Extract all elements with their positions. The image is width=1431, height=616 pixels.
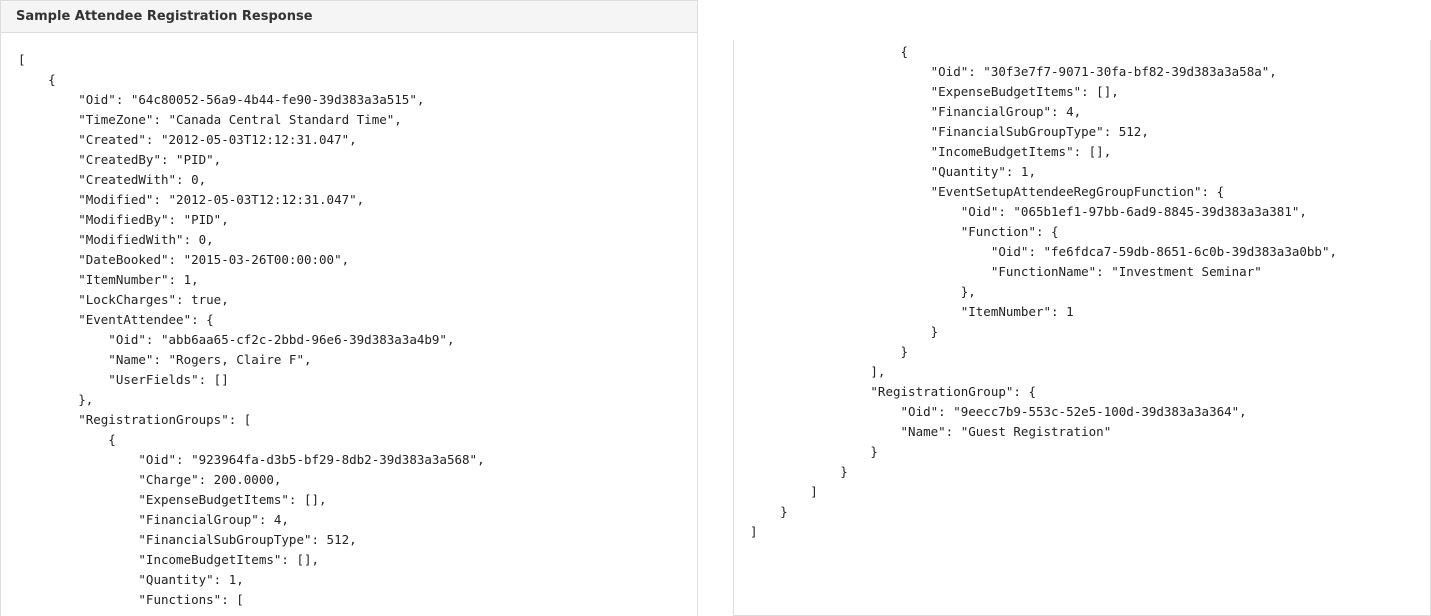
code-line: "FunctionName": "Investment Seminar" bbox=[750, 264, 1262, 279]
json-code-block: [ { "Oid": "64c80052-56a9-4b44-fe90-39d3… bbox=[1, 33, 697, 610]
response-panel-continued: { "Oid": "30f3e7f7-9071-30fa-bf82-39d383… bbox=[733, 40, 1431, 616]
code-line: "CreatedBy": "PID", bbox=[18, 152, 222, 167]
code-line: "IncomeBudgetItems": [], bbox=[750, 144, 1112, 159]
code-line: "Name": "Rogers, Claire F", bbox=[18, 352, 312, 367]
code-line: "Created": "2012-05-03T12:12:31.047", bbox=[18, 132, 357, 147]
panel-title: Sample Attendee Registration Response bbox=[1, 1, 697, 33]
code-line: "Oid": "30f3e7f7-9071-30fa-bf82-39d383a3… bbox=[750, 64, 1277, 79]
code-line: "FinancialSubGroupType": 512, bbox=[750, 124, 1149, 139]
code-line: } bbox=[750, 344, 909, 359]
code-line: "Name": "Guest Registration" bbox=[750, 424, 1112, 439]
code-line: "Functions": [ bbox=[18, 592, 244, 607]
code-line: "FinancialSubGroupType": 512, bbox=[18, 532, 357, 547]
code-line: "IncomeBudgetItems": [], bbox=[18, 552, 320, 567]
code-line: "Quantity": 1, bbox=[750, 164, 1036, 179]
code-line: } bbox=[750, 464, 848, 479]
code-line: "EventSetupAttendeeRegGroupFunction": { bbox=[750, 184, 1225, 199]
code-line: { bbox=[750, 44, 909, 59]
code-line: } bbox=[750, 504, 788, 519]
code-line: "ModifiedBy": "PID", bbox=[18, 212, 229, 227]
code-line: ] bbox=[750, 484, 818, 499]
code-line: "Charge": 200.0000, bbox=[18, 472, 282, 487]
code-line: "Oid": "9eecc7b9-553c-52e5-100d-39d383a3… bbox=[750, 404, 1247, 419]
code-line: "EventAttendee": { bbox=[18, 312, 214, 327]
code-line: "Oid": "64c80052-56a9-4b44-fe90-39d383a3… bbox=[18, 92, 425, 107]
code-line: "LockCharges": true, bbox=[18, 292, 229, 307]
code-line: } bbox=[750, 444, 878, 459]
code-line: "UserFields": [] bbox=[18, 372, 229, 387]
code-line: }, bbox=[750, 284, 976, 299]
code-line: "Quantity": 1, bbox=[18, 572, 244, 587]
code-line: "TimeZone": "Canada Central Standard Tim… bbox=[18, 112, 402, 127]
code-line: "Function": { bbox=[750, 224, 1059, 239]
code-line: ], bbox=[750, 364, 886, 379]
code-line: "RegistrationGroup": { bbox=[750, 384, 1036, 399]
code-line: "Oid": "abb6aa65-cf2c-2bbd-96e6-39d383a3… bbox=[18, 332, 455, 347]
code-line: "ExpenseBudgetItems": [], bbox=[750, 84, 1119, 99]
code-line: { bbox=[18, 432, 116, 447]
code-line: } bbox=[750, 324, 939, 339]
code-line: "Modified": "2012-05-03T12:12:31.047", bbox=[18, 192, 365, 207]
code-line: "FinancialGroup": 4, bbox=[18, 512, 289, 527]
response-panel: Sample Attendee Registration Response [ … bbox=[0, 0, 698, 616]
code-line: "ExpenseBudgetItems": [], bbox=[18, 492, 327, 507]
code-line: "ItemNumber": 1, bbox=[18, 272, 199, 287]
code-line: { bbox=[18, 72, 56, 87]
code-line: ] bbox=[750, 524, 758, 539]
code-line: "ItemNumber": 1 bbox=[750, 304, 1074, 319]
code-line: "DateBooked": "2015-03-26T00:00:00", bbox=[18, 252, 350, 267]
code-line: "Oid": "923964fa-d3b5-bf29-8db2-39d383a3… bbox=[18, 452, 485, 467]
code-line: "ModifiedWith": 0, bbox=[18, 232, 214, 247]
json-code-block-continued: { "Oid": "30f3e7f7-9071-30fa-bf82-39d383… bbox=[734, 40, 1430, 542]
code-line: }, bbox=[18, 392, 94, 407]
code-line: "Oid": "fe6fdca7-59db-8651-6c0b-39d383a3… bbox=[750, 244, 1337, 259]
code-line: "CreatedWith": 0, bbox=[18, 172, 207, 187]
code-line: "FinancialGroup": 4, bbox=[750, 104, 1082, 119]
code-line: "RegistrationGroups": [ bbox=[18, 412, 252, 427]
code-line: "Oid": "065b1ef1-97bb-6ad9-8845-39d383a3… bbox=[750, 204, 1307, 219]
code-line: [ bbox=[18, 52, 26, 67]
